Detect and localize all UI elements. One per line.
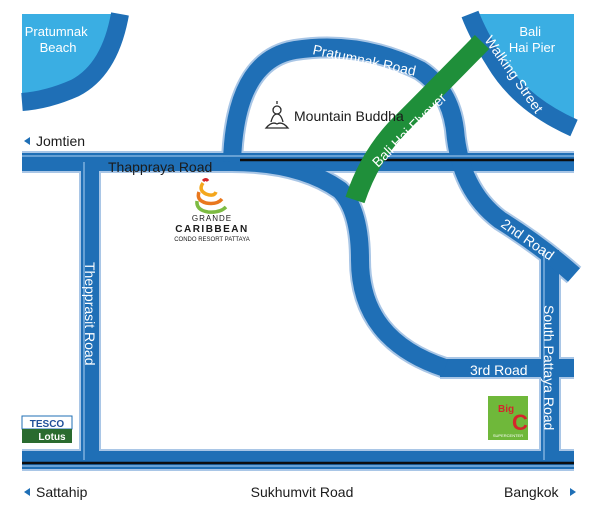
bali-hai-flyover: [345, 34, 490, 204]
bali-hai-coast: [461, 10, 578, 137]
south-pattaya-road-label: South Pattaya Road: [541, 305, 557, 430]
direction-jomtien: Jomtien: [24, 133, 85, 149]
bali-hai-pier-text: Bali: [519, 24, 541, 39]
svg-text:GRANDE: GRANDE: [192, 214, 232, 223]
pratumnak-beach-water: [22, 14, 120, 102]
svg-text:Big: Big: [498, 404, 514, 415]
second-road-label: 2nd Road: [498, 215, 557, 263]
bali-hai-pier-label: Bali Hai Pier: [509, 24, 556, 55]
big-c-logo: Big C SUPERCENTER: [488, 396, 528, 440]
svg-text:SUPERCENTER: SUPERCENTER: [493, 433, 523, 438]
connector-road: [231, 153, 448, 377]
direction-sattahip: Sattahip: [24, 484, 88, 500]
sukhumvit-road-label: Sukhumvit Road: [251, 484, 354, 500]
svg-text:C: C: [512, 410, 528, 435]
arrow-left-icon: [24, 488, 30, 496]
svg-text:TESCO: TESCO: [30, 419, 65, 430]
mountain-buddha: Mountain Buddha: [264, 101, 404, 129]
pratumnak-beach-text: Pratumnak: [25, 24, 88, 39]
arrow-left-icon: [24, 137, 30, 145]
bali-hai-water: [470, 14, 574, 128]
svg-text:Sattahip: Sattahip: [36, 484, 88, 500]
thepprasit-road-label: Thepprasit Road: [82, 262, 98, 366]
thappraya-road-label: Thappraya Road: [108, 159, 212, 175]
arrow-right-icon: [570, 488, 576, 496]
svg-text:Bangkok: Bangkok: [504, 484, 559, 500]
buddha-icon: [264, 101, 290, 129]
grande-caribbean-logo: GRANDE CARIBBEAN CONDO RESORT PATTAYA: [174, 178, 250, 243]
pratumnak-beach-label: Pratumnak Beach: [25, 24, 92, 55]
svg-text:Lotus: Lotus: [38, 432, 66, 443]
bali-hai-pier-text-line2: Hai Pier: [509, 40, 556, 55]
pratumnak-beach-coast: [21, 12, 129, 111]
pratumnak-beach-text-line2: Beach: [40, 40, 77, 55]
svg-text:CARIBBEAN: CARIBBEAN: [175, 224, 249, 235]
svg-text:Mountain Buddha: Mountain Buddha: [294, 108, 404, 124]
svg-text:Jomtien: Jomtien: [36, 133, 85, 149]
third-road-label: 3rd Road: [470, 362, 528, 378]
direction-bangkok: Bangkok: [504, 484, 576, 500]
tesco-lotus-logo: TESCO Lotus: [21, 415, 73, 443]
svg-text:CONDO RESORT PATTAYA: CONDO RESORT PATTAYA: [174, 237, 250, 243]
